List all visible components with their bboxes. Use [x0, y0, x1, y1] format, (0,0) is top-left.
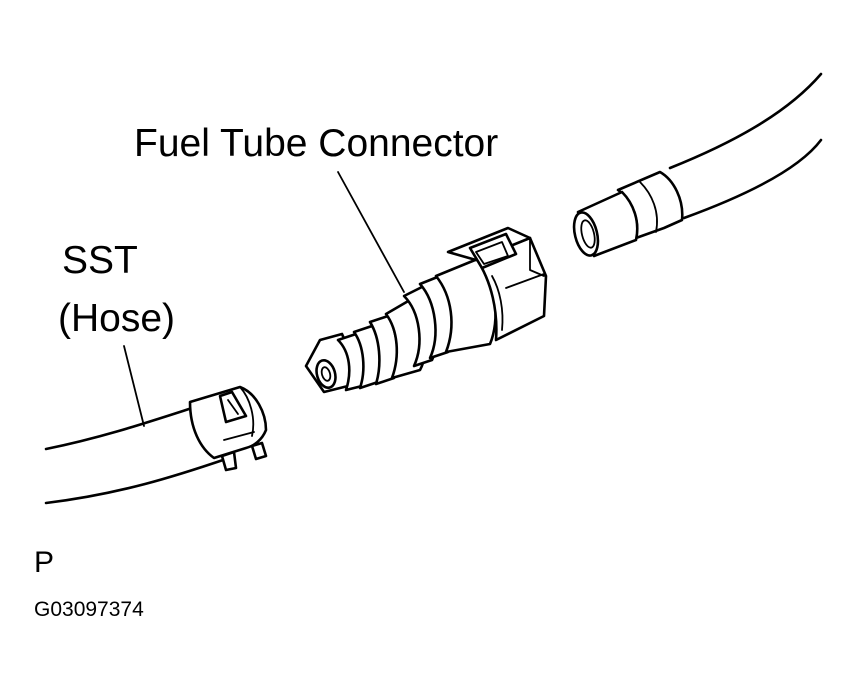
connector-leader-line: [337, 171, 405, 293]
leader-lines: [123, 171, 405, 427]
hose-label: (Hose): [58, 297, 176, 340]
fuel-tube-connector-label: Fuel Tube Connector: [134, 122, 499, 165]
hose-clamp: [188, 385, 268, 472]
figure-id-label: G03097374: [34, 598, 144, 621]
sst-label: SST: [62, 239, 138, 282]
fuel-pipe: [572, 72, 823, 258]
fuel-tube-connector: [304, 226, 548, 394]
p-marker-label: P: [34, 546, 55, 579]
hose-leader-line: [123, 345, 145, 427]
